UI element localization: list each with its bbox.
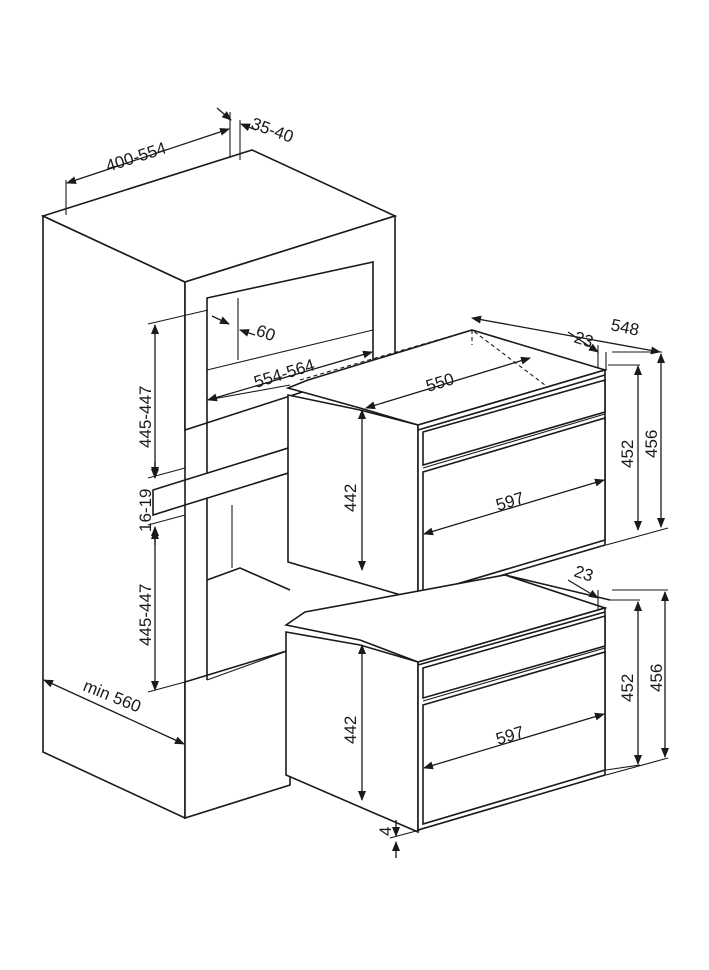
dimension-lines — [43, 107, 669, 858]
lower-oven-door-edge — [422, 647, 606, 702]
label-front-height-upper: 456 — [642, 430, 661, 458]
cabinet-left-side — [42, 214, 186, 820]
label-oven-depth-total: 548 — [609, 315, 641, 339]
label-body-height-lower: 442 — [341, 716, 360, 744]
cabinet-bottom-front — [184, 648, 291, 820]
label-lower-niche-height: 445-447 — [136, 584, 155, 646]
label-shelf-gap: 16-19 — [136, 489, 155, 532]
dim-min-width — [43, 679, 185, 745]
dim-lower-front-width — [423, 712, 605, 770]
lower-oven-control-line — [417, 611, 606, 666]
label-back-gap: 35-40 — [249, 114, 296, 147]
label-panel-height-upper: 452 — [618, 440, 637, 468]
lower-oven-panel — [422, 614, 606, 700]
dim-oven-depth-total — [471, 315, 661, 355]
lower-niche-floor-2 — [206, 649, 291, 681]
label-front-height-lower: 456 — [647, 664, 666, 692]
label-cabinet-depth: 400-554 — [103, 138, 168, 175]
label-panel-height-lower: 452 — [618, 674, 637, 702]
label-top-depth: 23 — [572, 328, 596, 352]
label-body-height-upper: 442 — [341, 484, 360, 512]
label-top-depth-lower: 23 — [572, 562, 596, 586]
upper-oven-door-edge — [422, 413, 606, 469]
label-upper-niche-height: 445-447 — [136, 386, 155, 448]
lower-niche-floor — [206, 567, 291, 591]
dim-cabinet-depth — [66, 128, 230, 184]
dim-niche-width — [207, 350, 373, 402]
dim-upper-front-width — [423, 478, 605, 536]
upper-oven-panel — [422, 378, 606, 467]
label-bottom-gap: 4 — [376, 827, 395, 836]
dim-body-width — [365, 356, 531, 410]
lower-oven — [283, 574, 608, 834]
